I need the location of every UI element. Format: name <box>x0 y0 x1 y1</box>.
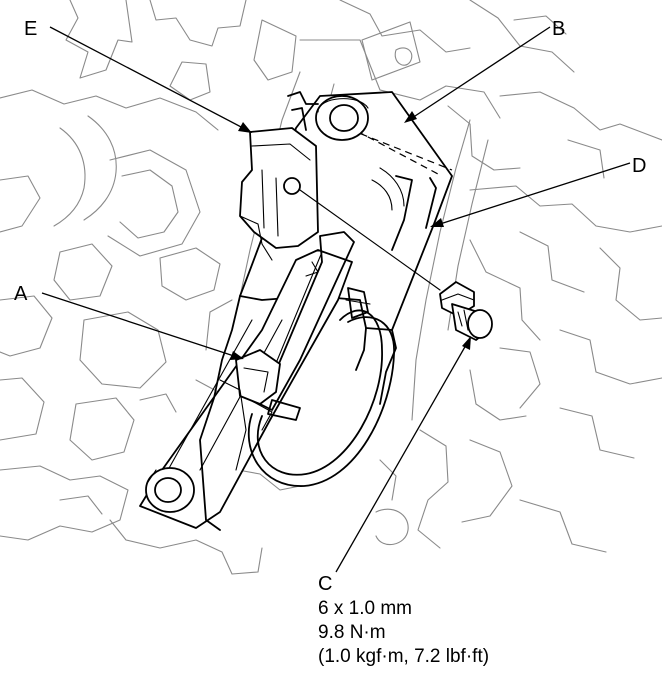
callout-e: E <box>24 18 37 40</box>
engine-background-outline <box>0 0 662 575</box>
bolt-spec-block: 6 x 1.0 mm 9.8 N·m (1.0 kgf·m, 7.2 lbf·f… <box>318 598 489 667</box>
callout-b: B <box>552 18 565 40</box>
callout-d: D <box>632 155 646 177</box>
torque-nm-label: 9.8 N·m <box>318 622 386 643</box>
bolt-c <box>439 281 493 341</box>
bolt-size-label: 6 x 1.0 mm <box>318 598 412 619</box>
callout-a: A <box>14 283 28 305</box>
sensor-bracket-assembly <box>139 91 493 531</box>
callout-c: C <box>318 573 332 595</box>
torque-alt-label: (1.0 kgf·m, 7.2 lbf·ft) <box>318 646 489 667</box>
leader-lines <box>41 26 631 573</box>
